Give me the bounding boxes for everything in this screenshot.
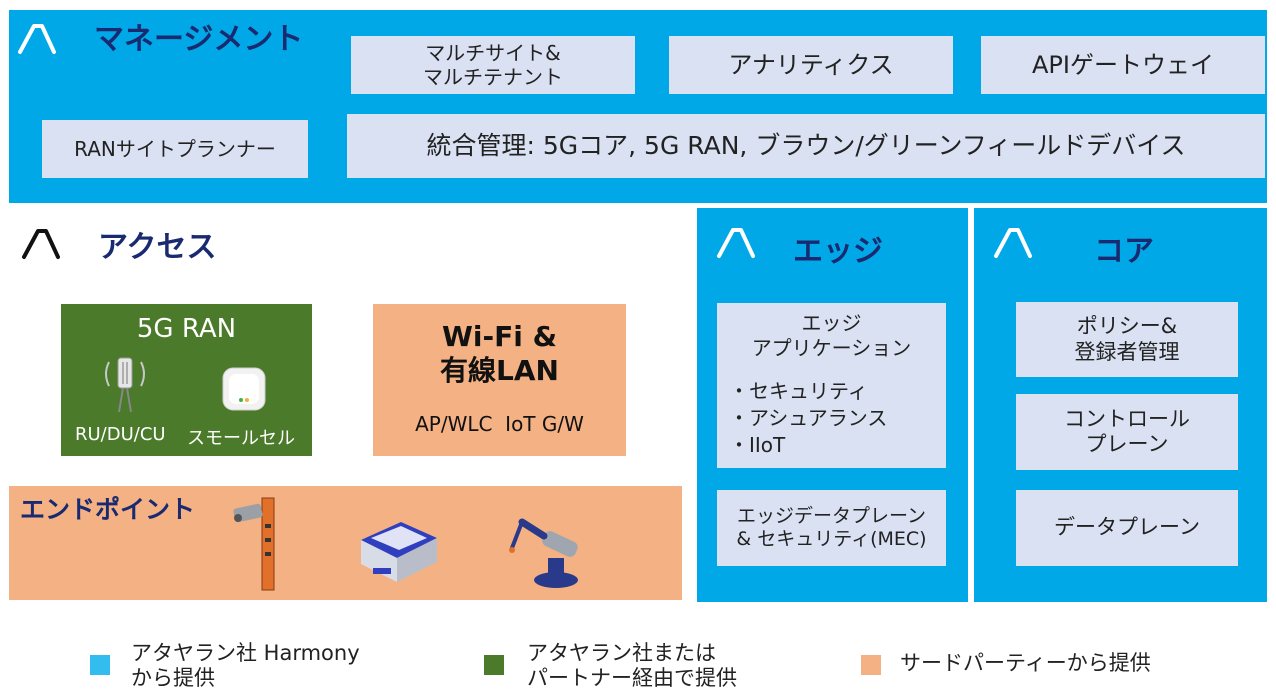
ataya-logo-icon [717, 228, 755, 258]
core-title: コア [1094, 234, 1154, 269]
small-cell-icon [222, 367, 266, 411]
ataya-logo-icon [994, 228, 1032, 258]
edge-apps-box: エッジ アプリケーション ・セキュリティ ・アシュアランス ・IIoT [717, 303, 946, 468]
edge-app-item: ・セキュリティ [729, 379, 868, 403]
legend-label-partner: アタヤラン社または パートナー経由で提供 [527, 641, 737, 691]
ataya-logo-icon [22, 229, 60, 259]
multisite-label: マルチサイト& マルチテナント [423, 41, 563, 89]
agv-robot-icon [361, 522, 437, 582]
multisite-box: マルチサイト& マルチテナント [351, 36, 635, 94]
legend-label-third-party: サードパーティーから提供 [900, 651, 1151, 675]
api-gateway-label: APIゲートウェイ [1032, 50, 1214, 79]
robot-arm-icon [509, 518, 578, 588]
wifi-lan-subtitle: AP/WLC IoT G/W [415, 412, 584, 436]
radio-unit-icon [105, 357, 145, 413]
5g-ran-title: 5G RAN [136, 314, 237, 344]
policy-box: ポリシー& 登録者管理 [1016, 302, 1238, 377]
integrated-management-box: 統合管理: 5Gコア, 5G RAN, ブラウン/グリーンフィールドデバイス [347, 114, 1265, 178]
data-plane-label: データプレーン [1054, 515, 1200, 540]
legend-label-harmony: アタヤラン社 Harmony から提供 [131, 641, 360, 691]
small-cell-label: スモールセル [187, 428, 295, 449]
data-plane-box: データプレーン [1016, 490, 1238, 566]
edge-app-item: ・IIoT [729, 433, 786, 457]
ataya-logo-icon [18, 24, 56, 54]
analytics-label: アナリティクス [728, 50, 894, 79]
wifi-lan-box: Wi-Fi & 有線LAN AP/WLC IoT G/W [373, 304, 626, 456]
ran-planner-box: RANサイトプランナー [42, 120, 308, 178]
edge-apps-title: エッジ アプリケーション [751, 311, 912, 360]
edge-title: エッジ [793, 234, 883, 269]
legend-swatch-harmony [90, 655, 110, 675]
integrated-management-label: 統合管理: 5Gコア, 5G RAN, ブラウン/グリーンフィールドデバイス [426, 131, 1186, 160]
edge-dataplane-label: エッジデータプレーン & セキュリティ(MEC) [736, 505, 927, 550]
ran-planner-label: RANサイトプランナー [74, 137, 276, 161]
analytics-box: アナリティクス [669, 36, 953, 94]
edge-dataplane-box: エッジデータプレーン & セキュリティ(MEC) [717, 490, 946, 566]
camera-pole-icon [233, 497, 275, 591]
control-plane-box: コントロール プレーン [1016, 394, 1238, 470]
5g-ran-box: 5G RAN RU/DU/CU スモールセル [61, 304, 312, 456]
edge-app-item: ・アシュアランス [729, 406, 888, 430]
policy-label: ポリシー& 登録者管理 [1074, 314, 1180, 364]
access-title: アクセス [98, 230, 217, 265]
legend-swatch-partner [484, 655, 504, 675]
endpoint-title: エンドポイント [20, 495, 196, 524]
wifi-lan-title: Wi-Fi & 有線LAN [440, 320, 559, 387]
control-plane-label: コントロール プレーン [1064, 406, 1190, 456]
legend-swatch-third-party [861, 655, 881, 675]
api-gateway-box: APIゲートウェイ [981, 36, 1265, 94]
ru-du-cu-label: RU/DU/CU [75, 424, 166, 445]
management-title: マネージメント [94, 22, 304, 57]
